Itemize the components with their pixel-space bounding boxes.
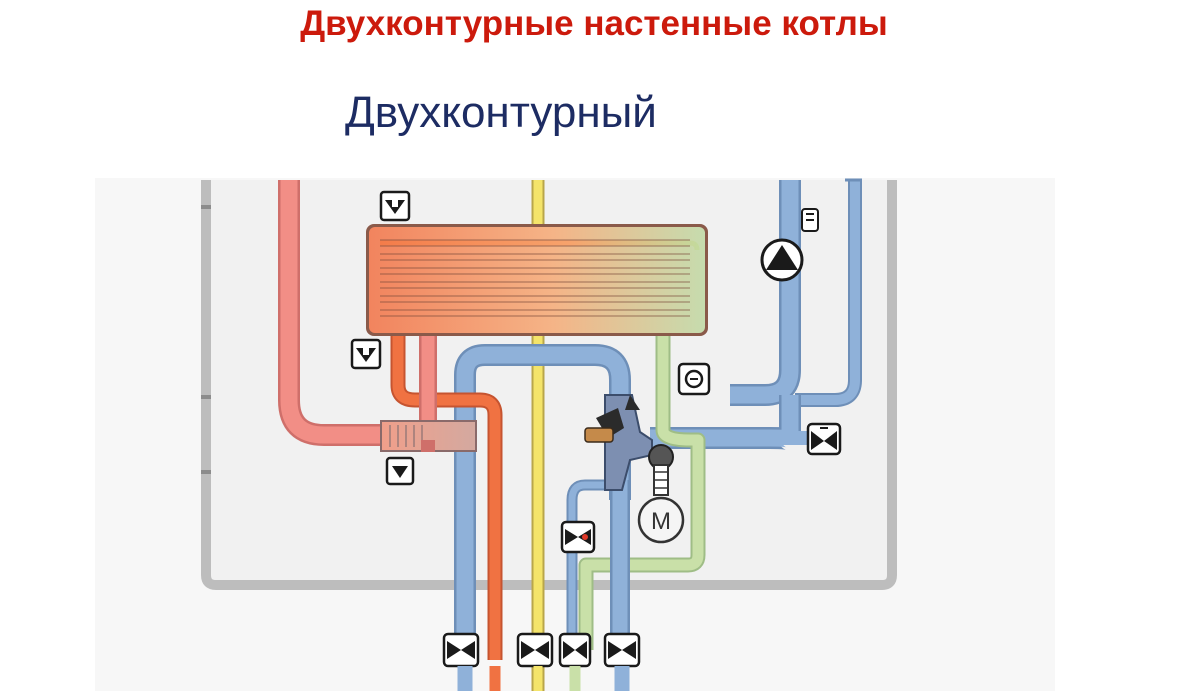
safety-valve-icon <box>806 422 842 456</box>
shutoff-valve-3-icon <box>558 632 592 668</box>
pipe-outlets <box>457 666 630 691</box>
air-vent-icon <box>801 208 819 232</box>
motor-label: M <box>651 508 671 535</box>
motor-icon: M <box>637 464 685 544</box>
bypass-pipe <box>566 479 610 650</box>
flow-sensor-icon <box>385 456 415 486</box>
shutoff-valve-1-icon <box>442 632 480 668</box>
shutoff-valve-2-icon <box>516 632 554 668</box>
bypass-valve-icon <box>560 520 596 554</box>
return-pipe <box>578 330 706 650</box>
page-subtitle: Двухконтурный <box>345 88 657 137</box>
temperature-sensor-middle-icon <box>350 338 382 370</box>
pressure-switch-icon <box>677 362 711 396</box>
hot-water-pipe <box>390 330 503 660</box>
primary-heat-exchanger <box>366 224 708 336</box>
circulation-pump-icon <box>760 238 804 282</box>
three-way-valve <box>584 394 674 491</box>
cold-water-pipe <box>454 344 631 660</box>
page-title: Двухконтурные настенные котлы <box>300 4 888 43</box>
heating-supply-pipe <box>278 180 390 446</box>
shutoff-valve-4-icon <box>603 632 641 668</box>
temperature-sensor-top-icon <box>379 190 411 222</box>
secondary-heat-exchanger <box>380 420 477 452</box>
